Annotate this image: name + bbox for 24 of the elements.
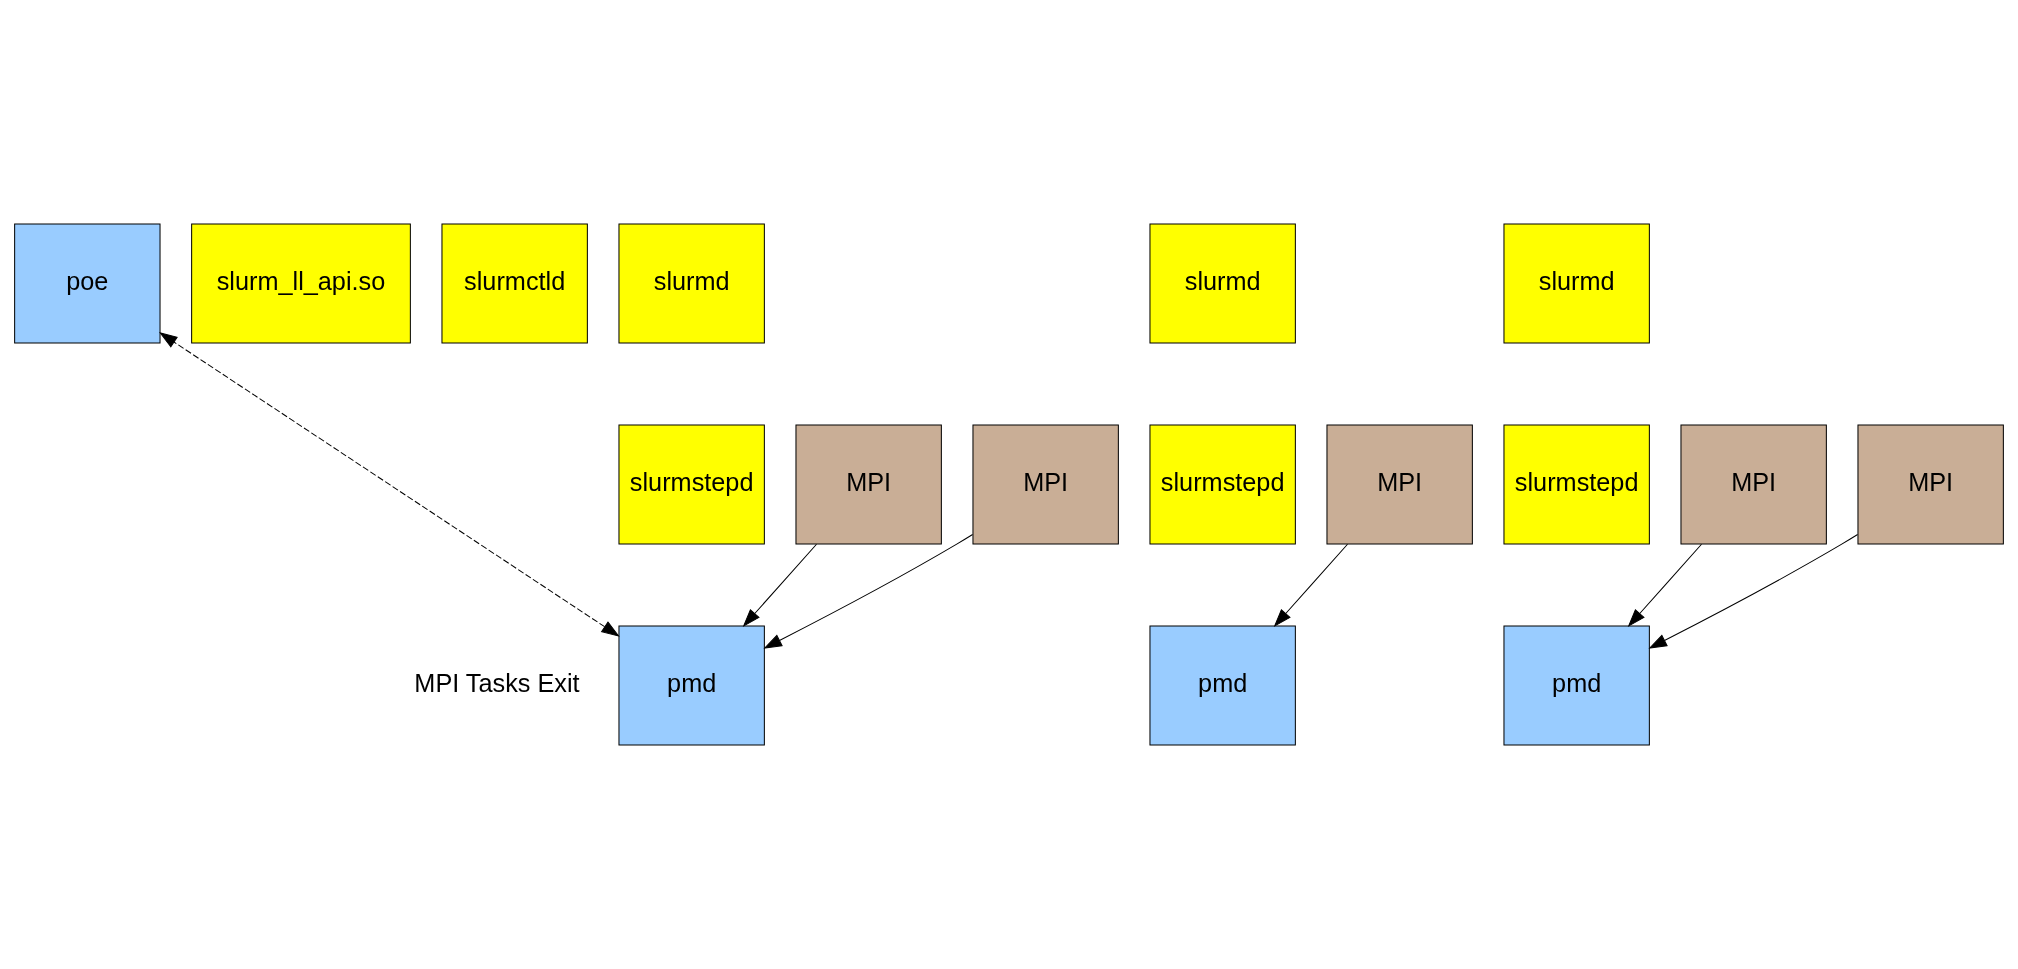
node-box: MPI <box>972 424 1119 545</box>
node-box: pmd <box>1503 625 1650 746</box>
node-box: slurmstepd <box>618 424 765 545</box>
node-box: MPI <box>1680 424 1827 545</box>
arrow <box>763 534 974 649</box>
arrow <box>1648 534 1859 649</box>
node-box: slurmstepd <box>1149 424 1296 545</box>
node-box: slurmd <box>1149 223 1296 344</box>
node-box: slurmctld <box>441 223 588 344</box>
node-box: slurm_ll_api.so <box>191 223 411 344</box>
arrow <box>1273 543 1348 627</box>
node-box: slurmd <box>618 223 765 344</box>
node-box: MPI <box>1326 424 1473 545</box>
arrow <box>742 543 817 627</box>
node-box: slurmd <box>1503 223 1650 344</box>
label: MPI Tasks Exit <box>414 668 580 697</box>
node-box: MPI <box>1857 424 2004 545</box>
node-box: poe <box>14 223 161 344</box>
node-box: MPI <box>795 424 942 545</box>
node-box: slurmstepd <box>1503 424 1650 545</box>
arrow <box>158 332 620 637</box>
arrow <box>1627 543 1702 627</box>
node-box: pmd <box>618 625 765 746</box>
node-box: pmd <box>1149 625 1296 746</box>
